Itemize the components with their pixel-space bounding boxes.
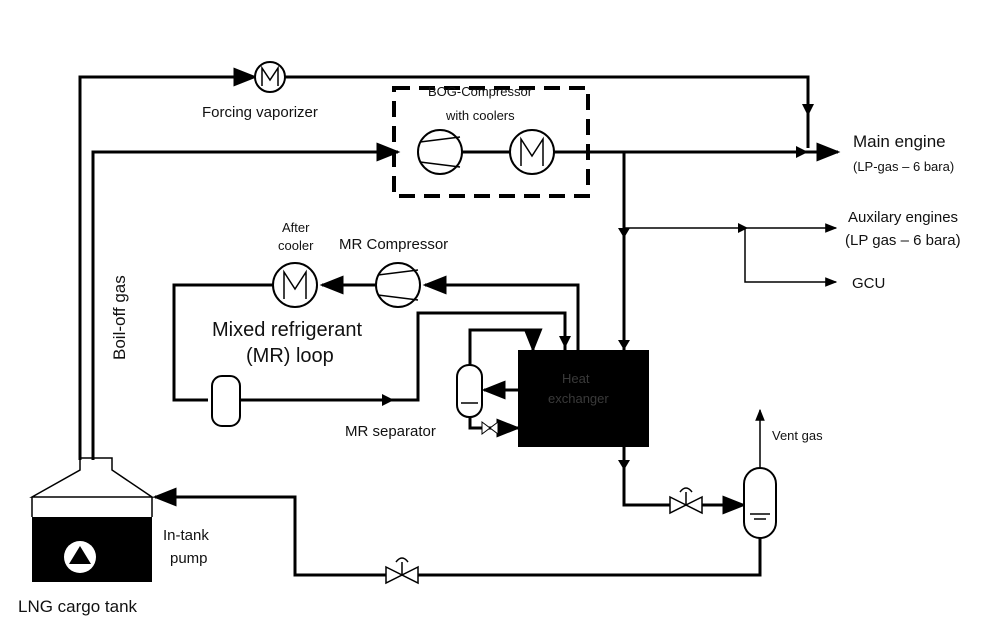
mr-separator — [456, 364, 483, 418]
heat-exchanger — [518, 350, 649, 447]
return-valve-icon — [385, 557, 419, 585]
heat-exchanger-label: Heat — [562, 371, 590, 386]
bog-compressor-box — [392, 86, 590, 198]
mr-compressor-icon — [375, 262, 421, 308]
in-tank-pump-label: In-tank — [163, 527, 209, 544]
gcu-label: GCU — [852, 275, 885, 292]
lng-cargo-tank — [29, 457, 155, 582]
bog-compressor-icon — [417, 129, 463, 175]
mr-separator-small — [211, 375, 241, 427]
bog-cooler-icon — [509, 129, 555, 175]
boil-off-gas-lines — [78, 67, 401, 460]
main-engine-label: Main engine — [853, 132, 946, 151]
vent-separator — [743, 467, 777, 539]
auxiliary-engines-label: Auxilary engines — [848, 209, 958, 226]
mr-loop-label: Mixed refrigerant — [212, 319, 363, 341]
heat-exchanger-label-2: exchanger — [548, 391, 609, 406]
after-cooler-label-2: cooler — [278, 238, 314, 253]
bog-compressor-label-2: with coolers — [445, 108, 515, 123]
in-tank-pump-label-2: pump — [170, 550, 208, 567]
after-cooler-icon — [272, 262, 318, 308]
gcu-line — [744, 228, 838, 287]
main-engine-sub-label: (LP-gas – 6 bara) — [853, 159, 954, 174]
forcing-vaporizer — [254, 61, 286, 93]
forcing-vaporizer-line — [285, 75, 810, 148]
forcing-vaporizer-label: Forcing vaporizer — [202, 104, 318, 121]
after-cooler-label: After — [282, 220, 310, 235]
mr-valve-icon — [481, 421, 499, 435]
bog-compressor-label: BOG-Compressor — [428, 84, 533, 99]
auxiliary-engines-sub-label: (LP gas – 6 bara) — [845, 232, 961, 249]
flow-arrow — [802, 104, 814, 116]
boil-off-gas-label: Boil-off gas — [110, 275, 129, 360]
mr-separator-label: MR separator — [345, 423, 436, 440]
mr-compressor-label: MR Compressor — [339, 236, 448, 253]
vent-gas-label: Vent gas — [772, 428, 823, 443]
vent-valve-icon — [669, 487, 703, 515]
in-tank-pump-icon — [64, 541, 96, 573]
lng-cargo-tank-label: LNG cargo tank — [18, 597, 138, 616]
mr-loop-label-2: (MR) loop — [246, 345, 334, 367]
return-line — [418, 538, 762, 577]
